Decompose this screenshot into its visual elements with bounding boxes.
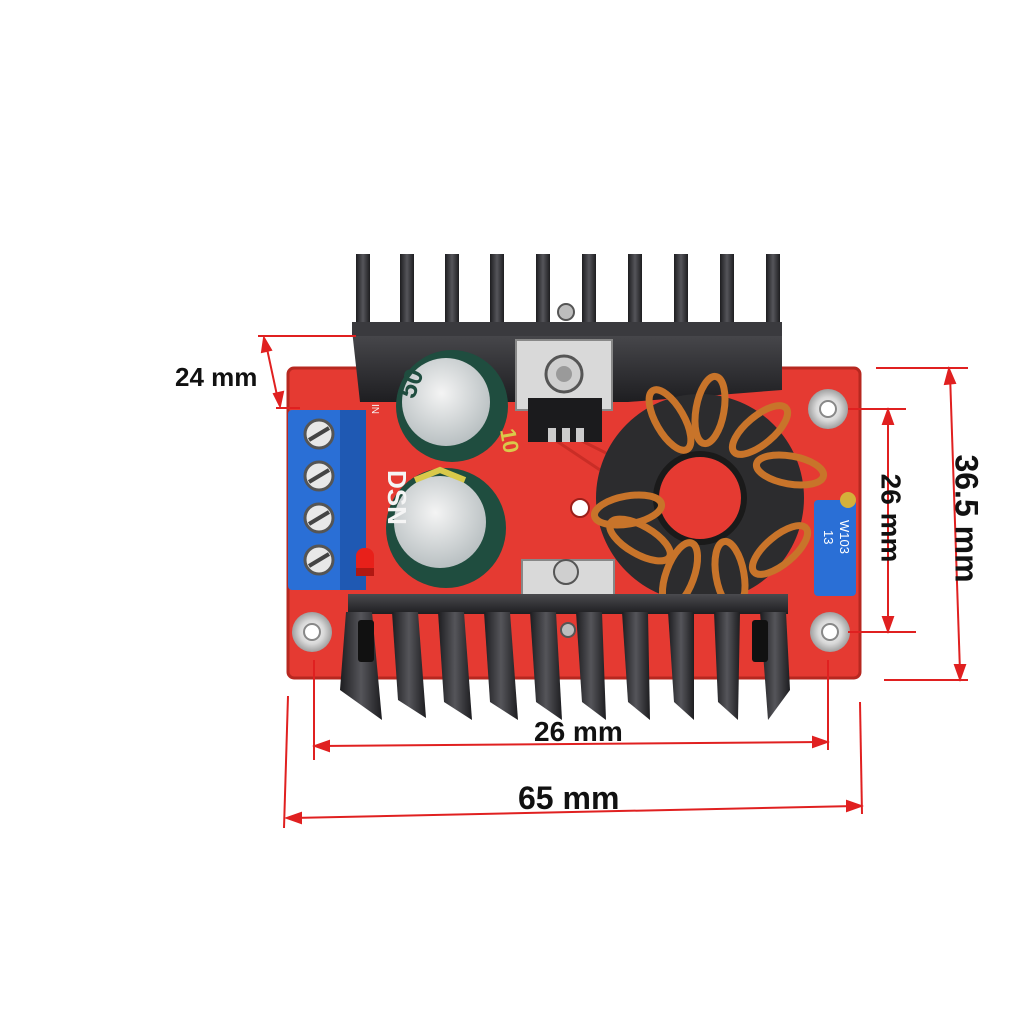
adjust-screw-icon [840,492,856,508]
dimension-label-hole-spacing-horizontal: 26 mm [534,716,623,747]
copper-windings [590,372,828,613]
dimension-label-pcb-height: 24 mm [175,362,258,392]
capacitor-top: 50 10 [391,350,524,462]
screw-icon [560,622,576,638]
brand-print: DSN [382,470,412,525]
bottom-heatsink [340,594,790,720]
trimmer-potentiometer: W103 13 [814,492,856,596]
terminal-block [288,410,366,590]
terminal-screws [303,418,335,576]
capacitor-bottom [386,466,506,588]
screw-icon [553,559,579,585]
toroidal-inductor [590,372,828,613]
top-transistor [515,339,613,442]
dimension-label-total-length: 65 mm [518,780,620,816]
dimension-label-total-height: 36.5 mm [948,454,985,583]
capacitor-side-marking: 10 [495,427,524,455]
dimension-lines [258,335,968,829]
screw-icon [557,303,575,321]
dimension-label-hole-spacing-vertical: 26 mm [875,473,907,563]
mounting-holes [292,389,850,652]
led-indicator [356,548,374,576]
bottom-heatsink-fins [340,612,790,720]
top-heatsink-fins [356,254,780,334]
trimmer-marking: W103 [837,520,852,554]
bottom-transistor [521,559,615,597]
terminal-label: IN [369,404,380,414]
trimmer-code: 13 [821,530,836,544]
